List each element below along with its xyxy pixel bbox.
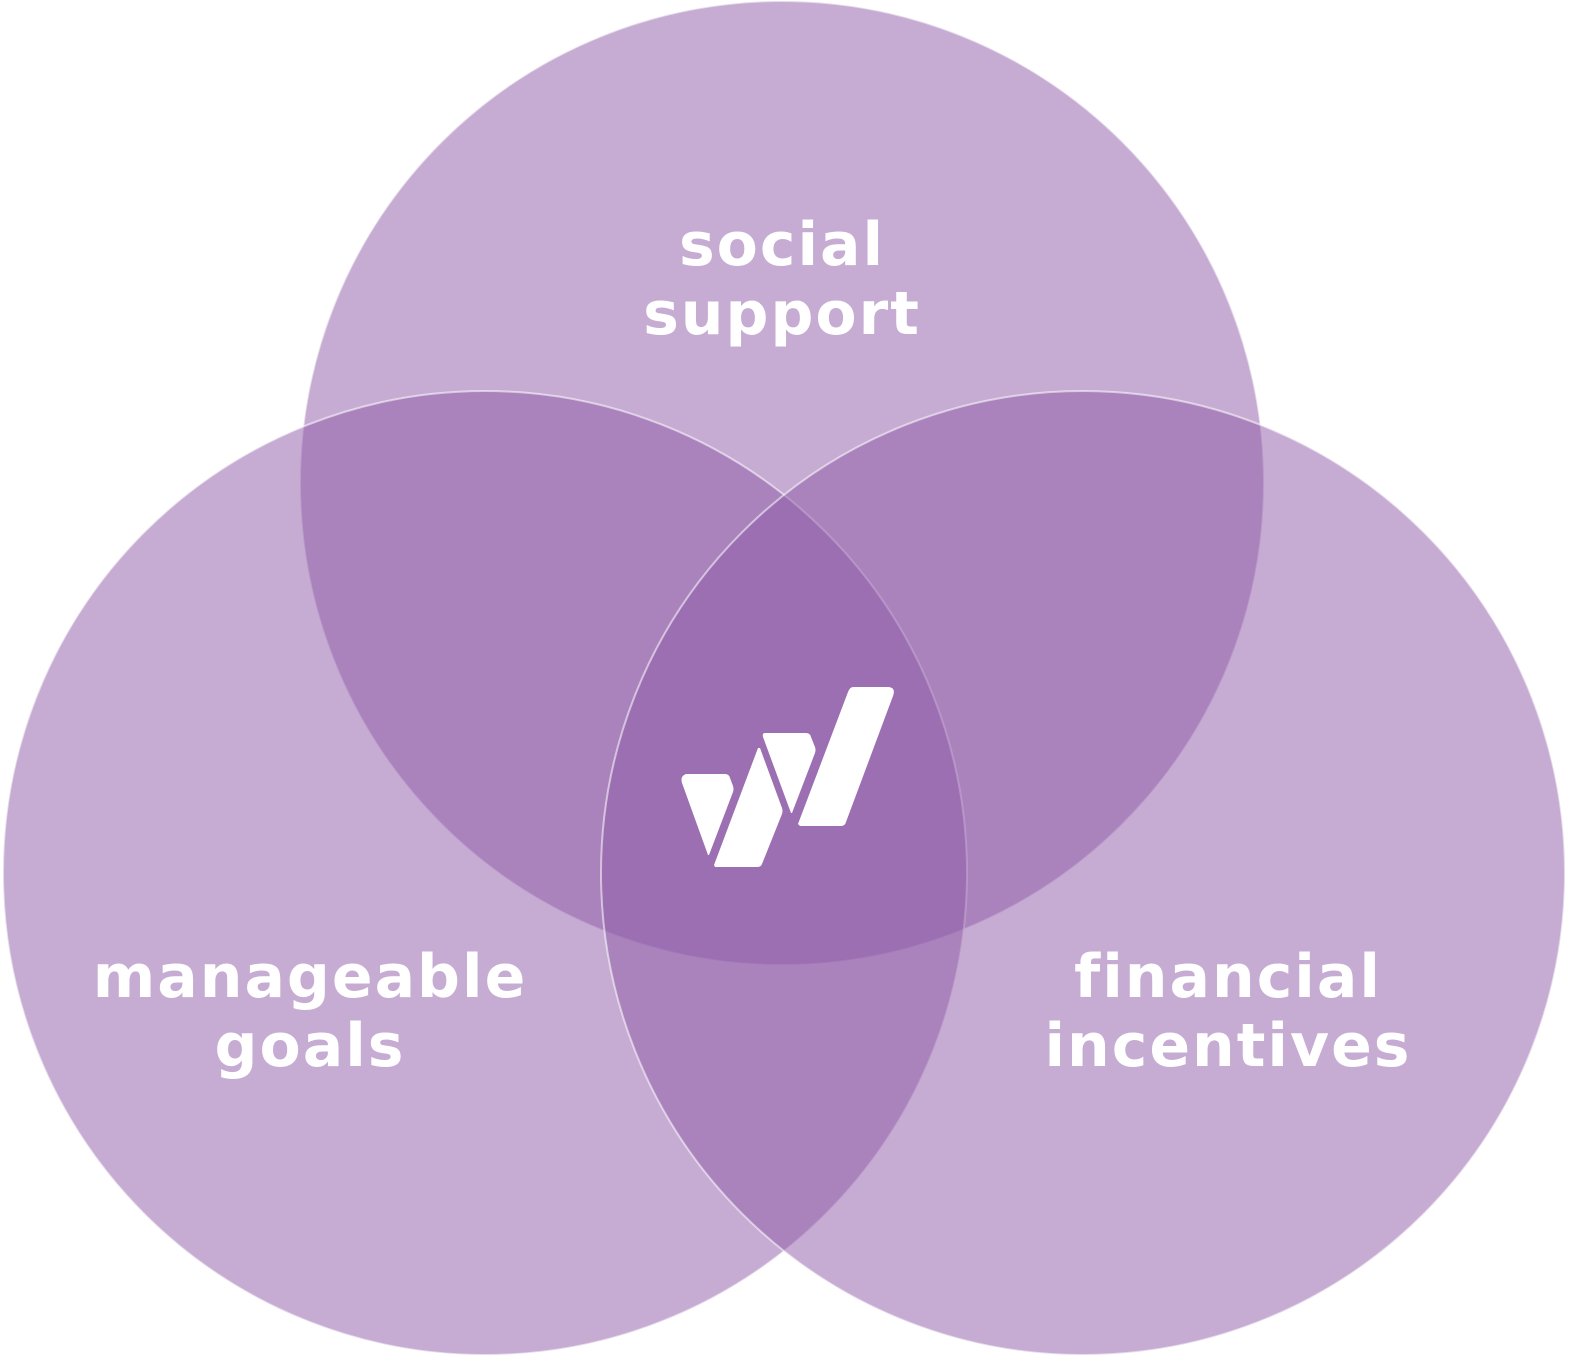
logo-stroke-left-icon [681,774,734,855]
label-manageable: manageable [93,942,528,1012]
label-social: social [679,210,885,280]
logo-stroke-long-icon [714,748,783,867]
logo-stroke-mid-icon [762,733,816,813]
label-goals: goals [215,1011,406,1081]
logo-stroke-right-icon [798,687,894,826]
labels-group: social support manageable goals financia… [93,210,1411,1081]
label-incentives: incentives [1044,1011,1411,1081]
label-financial: financial [1074,942,1382,1012]
brand-logo-icon [681,687,894,867]
label-support: support [643,279,921,349]
circle-financial-incentives [600,390,1566,1356]
